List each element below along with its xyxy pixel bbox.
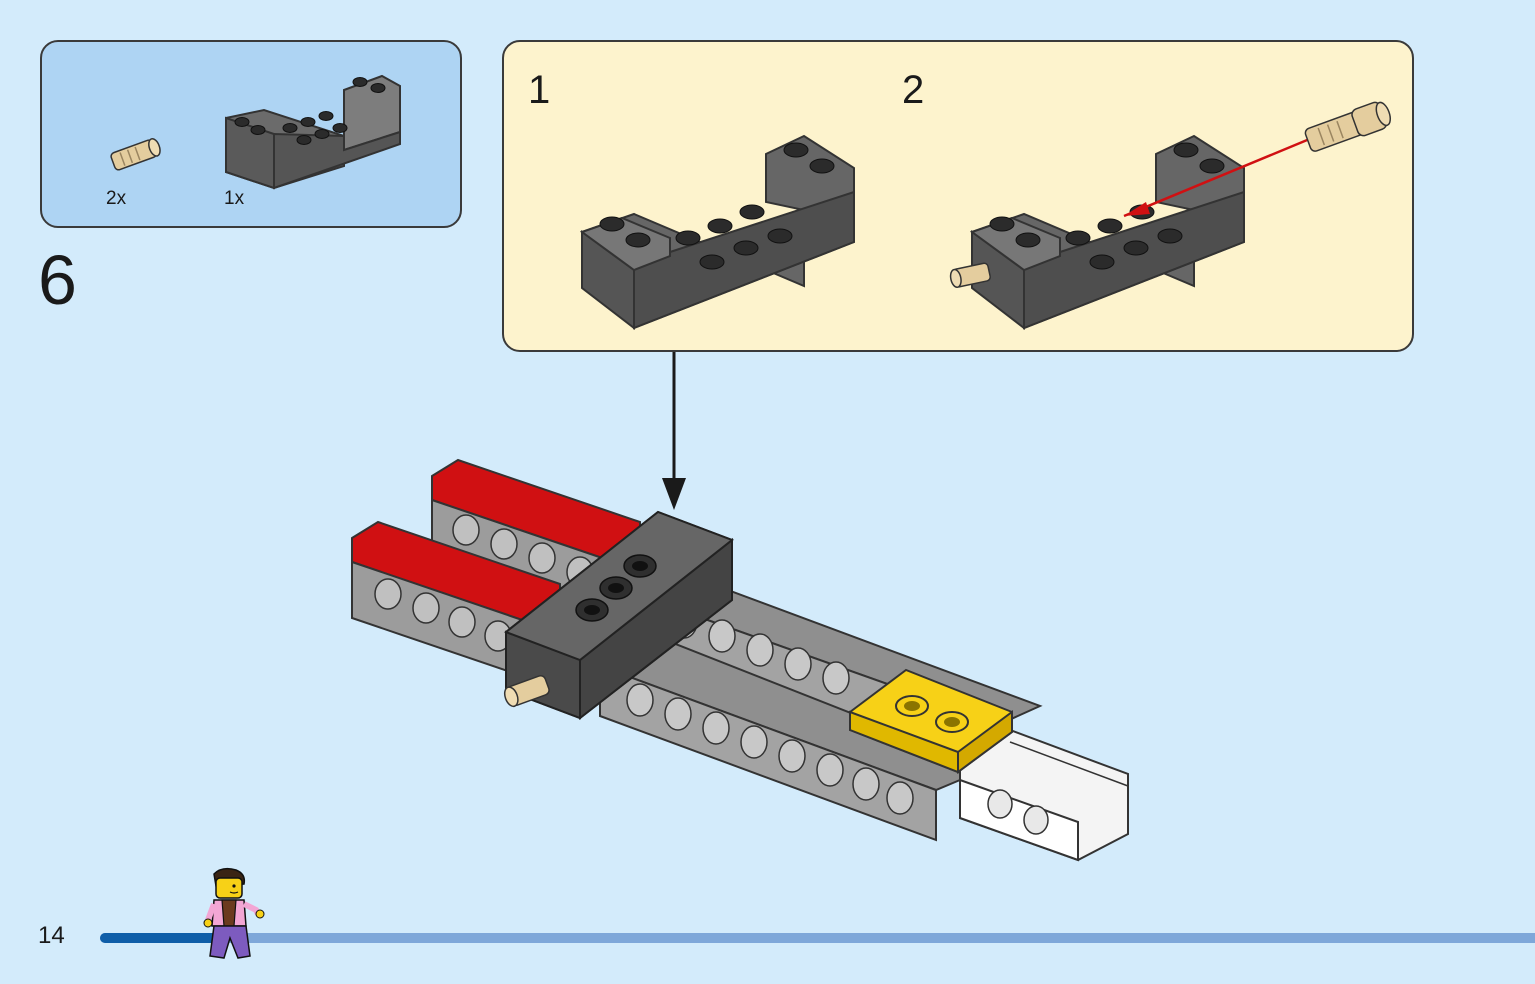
substep-2-brick-icon (949, 101, 1392, 331)
page-number: 14 (38, 922, 65, 949)
gray-brick-icon (225, 74, 401, 190)
substep-illustration (579, 101, 1392, 331)
gray-beam-front-icon (599, 628, 961, 842)
substep-label: 1 (528, 68, 551, 112)
dark-gray-brick-icon (503, 510, 735, 721)
yellow-plate-icon (849, 668, 1013, 774)
substep-label: 2 (902, 68, 925, 112)
part-quantity: 2x (106, 188, 127, 209)
step-number: 6 (38, 241, 77, 319)
red-beam-front-icon (351, 520, 561, 682)
part-quantity: 1x (224, 188, 245, 209)
placement-arrow-icon (662, 352, 686, 510)
tan-axle-pin-icon (110, 138, 161, 171)
substep-callout: 1 2 (502, 40, 1414, 352)
white-beam-icon (959, 728, 1129, 862)
assembly-illustration (351, 352, 1129, 862)
parts-illustration (110, 74, 401, 190)
substep-1-brick-icon (579, 134, 855, 331)
minifigure-icon (203, 867, 265, 959)
progress-bar (100, 933, 1535, 943)
parts-list-callout: 2x 1x (40, 40, 462, 228)
progress-bar-fill (100, 933, 230, 943)
